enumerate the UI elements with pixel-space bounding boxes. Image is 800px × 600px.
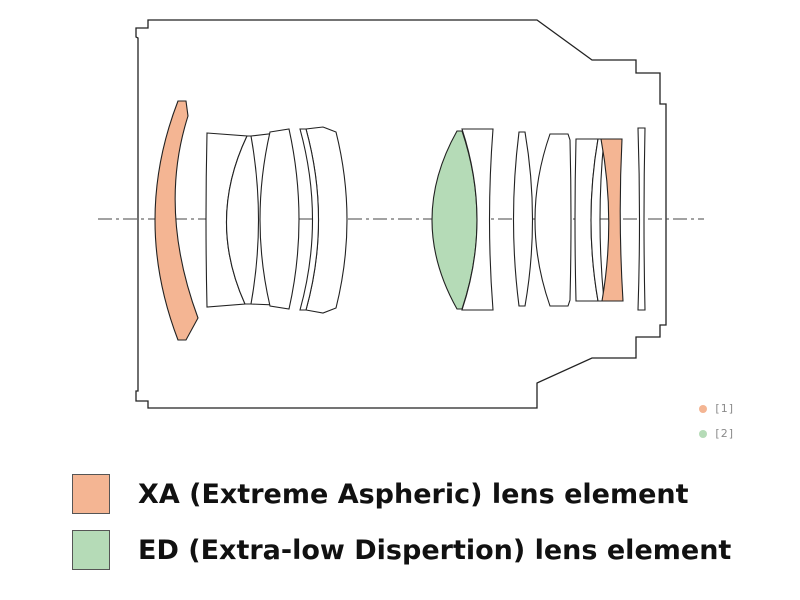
lens-element: [299, 128, 320, 311]
lens-construction-diagram: [98, 19, 704, 409]
legend-label-xa: XA (Extreme Aspheric) lens element: [138, 478, 689, 510]
mini-legend-marker: [1]: [715, 402, 734, 415]
xa-dot-icon: [699, 404, 708, 413]
mini-legend-item-ed: [2]: [699, 427, 734, 440]
lens-element: [259, 128, 300, 310]
xa-swatch: [72, 474, 110, 514]
legend-label-ed: ED (Extra-low Dispertion) lens element: [138, 534, 732, 566]
xa-lens-element-rear: [600, 138, 624, 302]
lens-element: [534, 133, 572, 307]
lens-element: [637, 127, 646, 311]
mini-legend-marker: [2]: [715, 427, 734, 440]
lens-element: [461, 128, 494, 311]
lens-element: [512, 131, 534, 307]
ed-swatch: [72, 530, 110, 570]
legend-item-ed: ED (Extra-low Dispertion) lens element: [72, 530, 731, 570]
lens-barrel-outline: [135, 19, 667, 409]
legend-item-xa: XA (Extreme Aspheric) lens element: [72, 474, 689, 514]
mini-legend-item-xa: [1]: [699, 402, 734, 415]
xa-lens-element-front: [154, 100, 199, 341]
ed-dot-icon: [699, 429, 708, 438]
